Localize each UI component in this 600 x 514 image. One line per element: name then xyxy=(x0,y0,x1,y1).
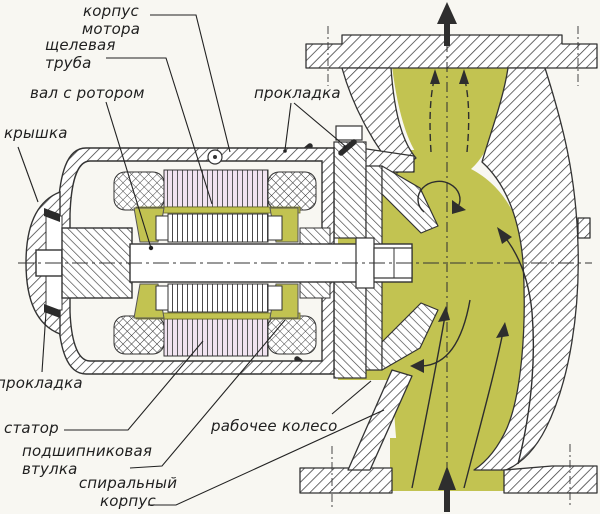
suction-flange-right xyxy=(503,465,598,494)
flow-arrows xyxy=(410,2,535,512)
label-slot-tube: щелевая труба xyxy=(45,36,116,73)
impeller-exit-curl xyxy=(417,180,461,213)
seal-bearing-bottom xyxy=(299,281,331,299)
impeller-lower-shroud xyxy=(381,302,439,371)
leader-motor-housing xyxy=(150,14,231,153)
rotor-core-bottom xyxy=(167,283,269,313)
label-impeller: рабочее колесо xyxy=(211,417,338,435)
spiral-housing-walls xyxy=(299,34,598,494)
leader-spiral-housing xyxy=(148,409,385,506)
discharge-flange xyxy=(305,34,598,69)
label-bearing-bushing: подшипниковая втулка xyxy=(22,442,153,479)
volute-streamline-2 xyxy=(463,331,504,489)
stator-winding-top-right xyxy=(267,171,317,211)
rotor xyxy=(155,213,283,313)
volute-streamline-3 xyxy=(503,235,535,465)
volute-outer-wall xyxy=(473,67,579,471)
stator-winding-bottom-left xyxy=(113,315,165,355)
seal-bearing-top xyxy=(299,227,331,245)
leader-gasket-left xyxy=(41,311,47,373)
stator-winding-bottom-right xyxy=(267,315,317,355)
label-shaft-with-rotor: вал с ротором xyxy=(30,84,145,102)
stator-core-bottom xyxy=(163,318,269,357)
suction-arrow xyxy=(438,466,456,512)
leader-bearing-bushing xyxy=(129,319,286,469)
suction-flange-left xyxy=(299,467,393,494)
junction-flange xyxy=(333,125,367,379)
discharge-flow xyxy=(392,66,508,169)
volute-streamline-1 xyxy=(411,315,446,489)
junction-bolt xyxy=(335,125,363,141)
label-cover: крышка xyxy=(4,124,68,142)
leader-shaft-rotor xyxy=(105,101,152,249)
stator-core-top xyxy=(163,169,269,208)
stator-winding-top-left xyxy=(113,171,165,211)
cover-gasket-top-mark xyxy=(44,208,60,222)
discharge-arrow xyxy=(437,2,457,46)
leader-gasket-top-a xyxy=(284,102,292,151)
leader-lines xyxy=(17,14,385,506)
casing-lug xyxy=(577,217,591,239)
volute-lower-left-wall xyxy=(347,369,413,471)
leader-cover xyxy=(17,146,39,203)
bolt-centerlines xyxy=(327,26,579,508)
impeller-upper-shroud xyxy=(381,165,439,234)
impeller-eye-streamline xyxy=(421,299,471,367)
label-stator: статор xyxy=(4,419,59,437)
leader-slot-tube xyxy=(106,57,213,205)
label-motor-housing: корпус мотора xyxy=(81,2,141,39)
label-gasket-left: прокладка xyxy=(0,374,83,392)
cover-gasket-bottom-mark xyxy=(44,304,60,318)
gasket-mark-top-right xyxy=(338,139,357,156)
leader-gasket-top-b xyxy=(293,102,346,147)
label-spiral-housing: спиральный корпус xyxy=(78,474,178,511)
label-gasket-top: прокладка xyxy=(254,84,341,102)
leader-stator xyxy=(64,340,204,431)
leader-impeller xyxy=(331,380,372,415)
rotor-core-top xyxy=(167,213,269,243)
